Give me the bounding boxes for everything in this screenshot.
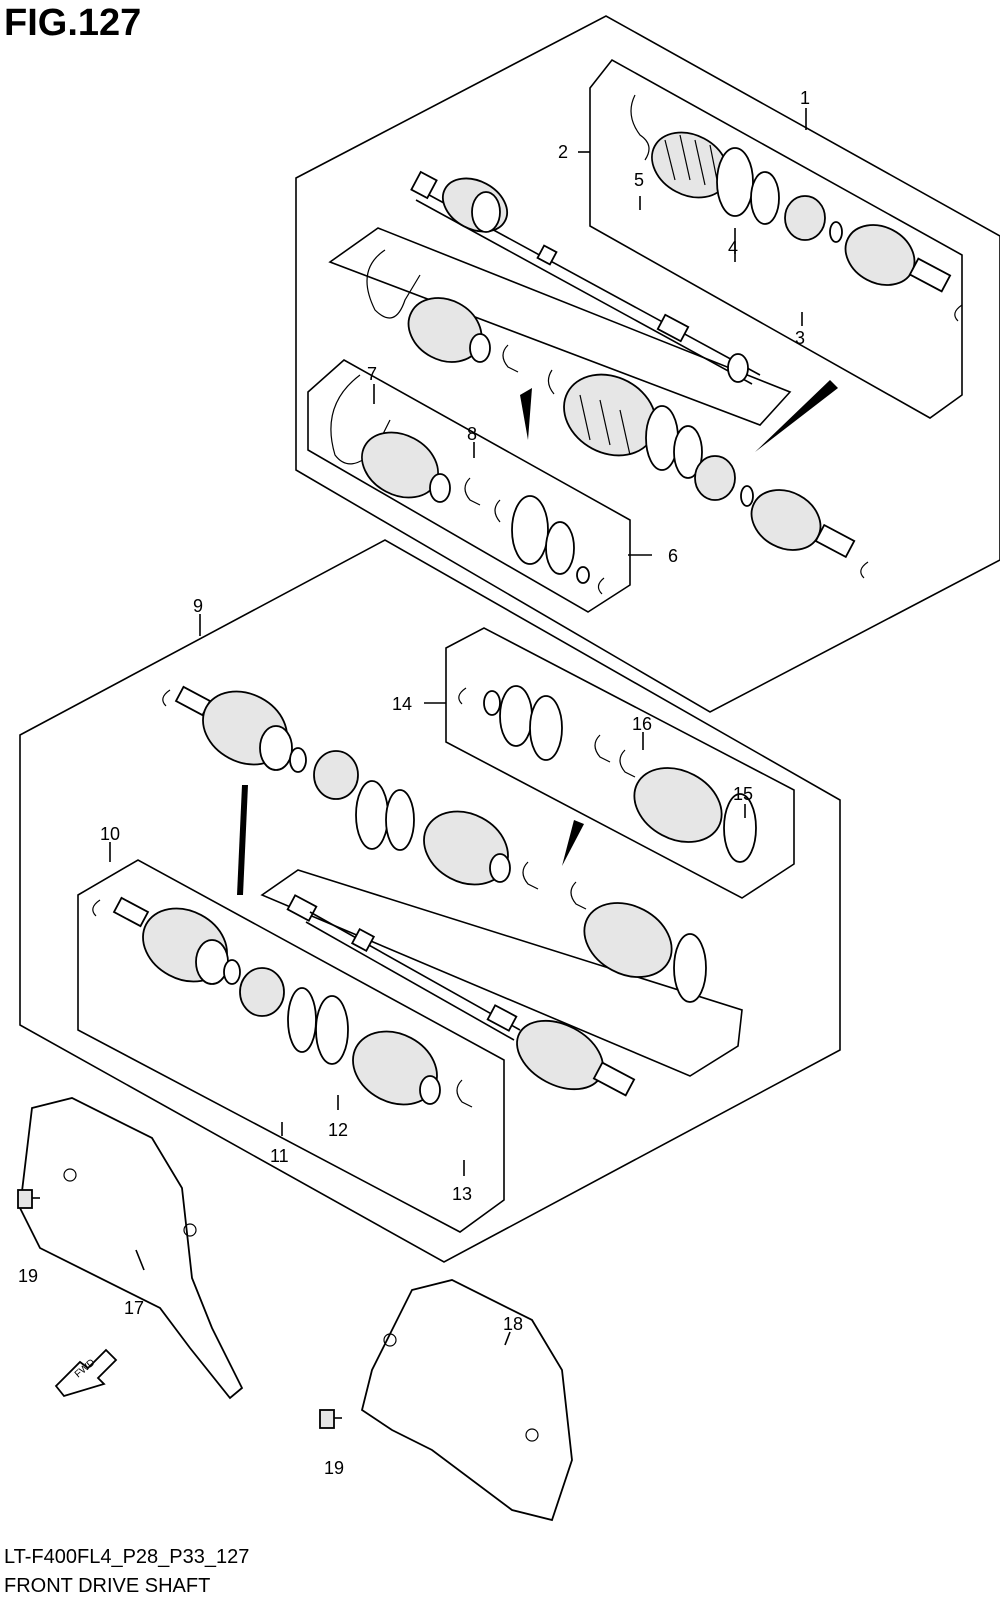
joint-set-frame [589,58,963,419]
callout-10: 10 [100,824,120,844]
boot-set-14-parts [458,685,757,863]
leader-lines [109,108,807,1346]
lower-drive-shaft [286,881,707,1097]
callout-8: 8 [467,424,477,444]
callout-11: 11 [270,1146,289,1166]
callout-6: 6 [668,546,678,566]
boot-set-14-frame [445,627,795,899]
callout-12: 12 [328,1120,348,1140]
boot-set-frame [328,227,792,426]
callout-19b: 19 [324,1458,344,1478]
figure-name: FRONT DRIVE SHAFT [4,1575,211,1597]
upper-assembly-frame [295,15,1000,713]
callout-17: 17 [124,1298,144,1318]
figure-title: FIG.127 [4,2,142,44]
bolt-19b [319,1409,342,1429]
callout-7: 7 [367,364,377,384]
guard-18 [360,1279,573,1522]
joint-set-10-frame [77,859,505,1233]
figure-code: LT-F400FL4_P28_P33_127 [4,1546,250,1568]
lower-joint-parts [162,685,584,895]
lower-assembly-frame [19,539,841,1263]
callout-5: 5 [634,170,644,190]
fwd-arrow: FWD [54,1348,118,1398]
callout-16: 16 [632,714,652,734]
callout-9: 9 [193,596,203,616]
callout-18: 18 [503,1314,523,1334]
boot-set-6-parts [330,374,605,595]
callout-3: 3 [795,328,805,348]
callout-14: 14 [392,694,412,714]
callout-19a: 19 [18,1266,38,1286]
callout-1: 1 [800,88,810,108]
callout-15: 15 [733,784,753,804]
joint-set-10-parts [92,896,473,1108]
middle-boot-parts [366,249,869,579]
guard-17 [19,1097,244,1400]
callout-2: 2 [558,142,568,162]
callout-13: 13 [452,1184,472,1204]
boot-set-6-frame [307,359,631,613]
bolt-19a [17,1189,40,1209]
shaft-set-frame [260,869,743,1077]
callout-4: 4 [728,238,738,258]
upper-drive-shaft [410,170,761,385]
outer-joint-parts [630,94,963,322]
